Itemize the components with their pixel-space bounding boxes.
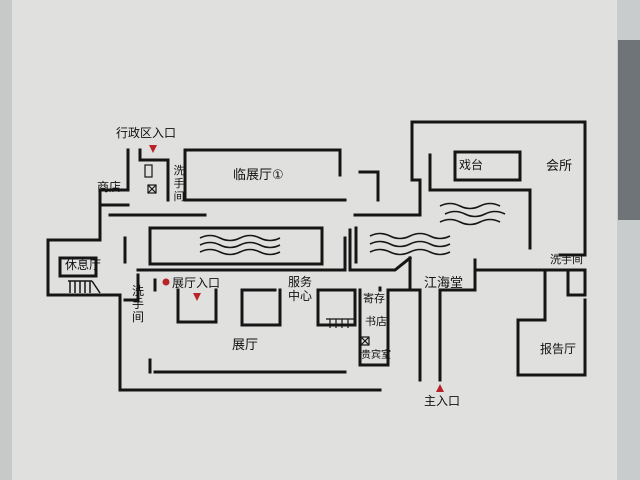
stairs-icon: [326, 318, 354, 328]
hall-entrance-triangle-icon: [193, 293, 201, 301]
sign-panel: [12, 0, 617, 480]
vip-room-label: 贵宾室: [361, 350, 391, 361]
shop-label: 商店: [97, 180, 122, 194]
stairs-icon: [68, 280, 101, 294]
temp-hall-label: 临展厅①: [233, 168, 284, 183]
water-wave-icon: [199, 202, 506, 256]
service-center-label: 服务中心: [287, 275, 312, 303]
admin-entrance-label: 行政区入口: [116, 126, 177, 140]
stage-label: 戏台: [459, 158, 484, 172]
exhibition-hall-label: 展厅: [232, 338, 259, 353]
small-box-icon: [144, 164, 370, 346]
lounge-label: 休息厅: [65, 258, 102, 272]
left-edge: [0, 0, 14, 480]
hall-entrance-label: 展厅入口: [172, 276, 221, 290]
jianghai-hall-label: 江海堂: [424, 276, 464, 291]
window-glass: [618, 40, 640, 220]
club-label: 会所: [546, 159, 573, 174]
restroom-right-label: 洗手间: [550, 253, 583, 266]
walls: [46, 120, 587, 392]
admin-entrance-triangle-icon: [149, 145, 157, 153]
bookstore-label: 书店: [365, 315, 387, 328]
restroom-left-label: 洗手间: [131, 284, 144, 324]
main-entrance-triangle-icon: [436, 384, 444, 392]
main-entrance-label: 主入口: [424, 394, 461, 408]
restroom-top-label: 洗手间: [173, 164, 185, 203]
entrance-dot-icon: [162, 278, 170, 286]
cloakroom-label: 寄存: [363, 292, 385, 305]
lecture-hall-label: 报告厅: [540, 342, 577, 356]
